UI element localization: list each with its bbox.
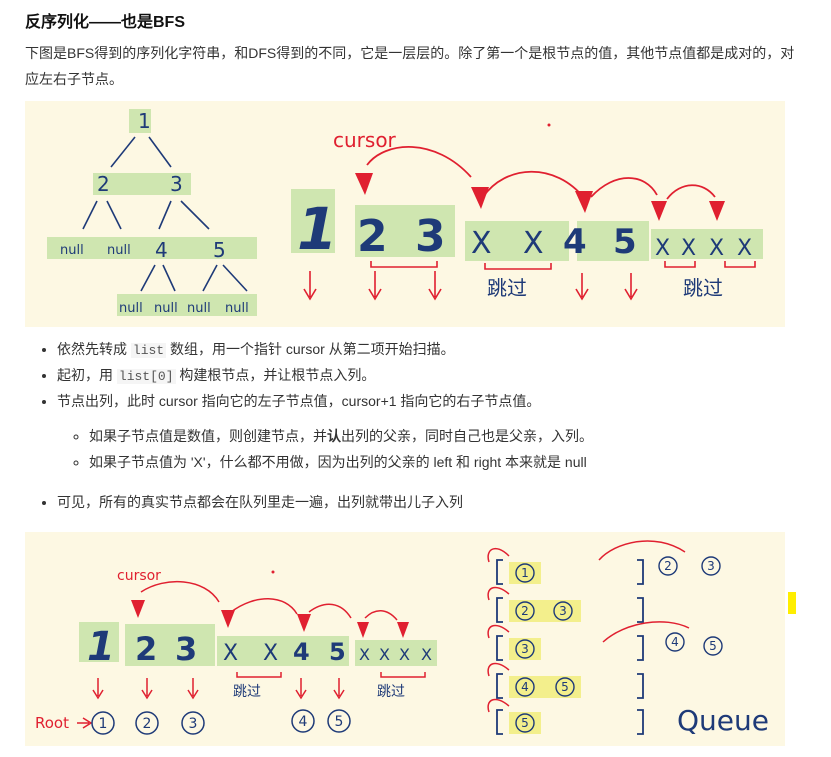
- seq-pair2-highlight: [465, 221, 569, 261]
- seq-root-highlight: [291, 189, 335, 253]
- seq2-item-x: X: [359, 645, 370, 664]
- list-item: 起初，用 list[0] 构建根节点，并让根节点入列。: [57, 362, 540, 388]
- seq-item-3: 3: [415, 211, 446, 262]
- seq2-item-x: X: [263, 641, 278, 666]
- cursor-pointer: [355, 173, 373, 195]
- cursor-arc: [482, 170, 586, 200]
- svg-text:5: 5: [561, 680, 569, 694]
- seq-item-5: 5: [613, 222, 637, 262]
- svg-text:4: 4: [671, 635, 679, 649]
- scroll-position-marker: [788, 592, 796, 614]
- tree-null: null: [187, 301, 211, 316]
- seq-item-4: 4: [563, 222, 587, 262]
- queue-states: 1 2 3 3 4 5 5 2 3 4 5: [487, 540, 723, 735]
- svg-text:3: 3: [707, 559, 715, 573]
- inline-code: list: [130, 343, 167, 358]
- bullet-list: 依然先转成 list 数组，用一个指针 cursor 从第二项开始扫描。 起初，…: [25, 336, 540, 424]
- svg-text:4: 4: [521, 680, 529, 694]
- list-item: 节点出列，此时 cursor 指向它的左子节点值，cursor+1 指向它的右子…: [57, 388, 540, 424]
- cursor-arc: [366, 146, 472, 178]
- seq2-item-1: 1: [87, 624, 115, 670]
- svg-text:5: 5: [709, 639, 717, 653]
- cursor-label: cursor: [117, 568, 161, 584]
- seq-item-x: X: [709, 236, 724, 261]
- seq2-item-x: X: [379, 645, 390, 664]
- cursor-pointer: [709, 201, 725, 221]
- cursor-label: cursor: [333, 128, 397, 152]
- svg-text:3: 3: [521, 642, 529, 656]
- svg-text:2: 2: [664, 559, 672, 573]
- figure1-svg: 1 2 3 null null 4 5 null null null null …: [47, 109, 763, 316]
- sub-bullet-list: 如果子节点值是数值，则创建节点，并认出列的父亲，同时自己也是父亲，入列。 如果子…: [57, 423, 593, 475]
- figure-queue-process: 1 2 3 X X 4 5 X X X X cursor 跳过 跳过 Root: [25, 532, 785, 746]
- seq2-item-x: X: [399, 645, 410, 664]
- cursor-pointer: [575, 191, 593, 213]
- svg-text:3: 3: [559, 604, 567, 618]
- tree-null: null: [107, 243, 131, 258]
- created-node: 1: [99, 716, 108, 732]
- tree-null: null: [119, 301, 143, 316]
- created-node: 3: [189, 716, 198, 732]
- seq-item-1: 1: [297, 195, 337, 263]
- skip-label: 跳过: [487, 276, 527, 300]
- list-item: 如果子节点值为 'X'，什么都不用做，因为出列的父亲的 left 和 right…: [89, 449, 593, 475]
- list-item: 如果子节点值是数值，则创建节点，并认出列的父亲，同时自己也是父亲，入列。: [89, 423, 593, 449]
- seq-pair4-highlight: [651, 229, 763, 259]
- tree-node-4: 4: [155, 238, 168, 262]
- seq2-item-5: 5: [329, 638, 346, 666]
- cursor-pointer: [651, 201, 667, 221]
- seq-pair1-highlight: [355, 205, 455, 257]
- skip-label: 跳过: [377, 684, 405, 700]
- figure2-svg: 1 2 3 X X 4 5 X X X X cursor 跳过 跳过 Root: [35, 540, 769, 737]
- seq2-item-3: 3: [175, 630, 197, 668]
- figure-tree-serialization: 1 2 3 null null 4 5 null null null null …: [25, 101, 785, 327]
- seq-item-2: 2: [357, 211, 388, 262]
- tree-null: null: [60, 243, 84, 258]
- list-item: 依然先转成 list 数组，用一个指针 cursor 从第二项开始扫描。: [57, 336, 540, 362]
- skip-label: 跳过: [683, 276, 723, 300]
- page-title: 反序列化——也是BFS: [25, 14, 186, 31]
- seq-item-x: X: [523, 226, 544, 261]
- tree-level2-highlight: [93, 173, 191, 195]
- tree-level3-highlight: [47, 237, 257, 259]
- queue-label: Queue: [677, 704, 769, 737]
- tree-node-5: 5: [213, 238, 226, 262]
- svg-text:1: 1: [521, 566, 529, 580]
- cursor-arc: [666, 184, 716, 200]
- created-node: 4: [299, 714, 308, 730]
- cursor-arc: [590, 177, 658, 198]
- tree-node-2: 2: [97, 172, 110, 196]
- tree-null: null: [154, 301, 178, 316]
- bullet-list-2: 可见，所有的真实节点都会在队列里走一遍，出列就带出儿子入列: [25, 489, 463, 515]
- seq-item-x: X: [737, 236, 752, 261]
- list-item: 可见，所有的真实节点都会在队列里走一遍，出列就带出儿子入列: [57, 489, 463, 515]
- stray-dot: [547, 123, 551, 127]
- tree-root-highlight: [129, 109, 151, 133]
- seq2-item-x: X: [223, 641, 238, 666]
- seq-item-x: X: [471, 226, 492, 261]
- root-label: Root: [35, 714, 69, 732]
- seq2-item-2: 2: [135, 630, 157, 668]
- seq-pair3-highlight: [577, 221, 649, 261]
- seq-item-x: X: [655, 236, 670, 261]
- tree-node-1: 1: [138, 109, 151, 133]
- seq-item-x: X: [681, 236, 696, 261]
- seq2-item-4: 4: [293, 638, 310, 666]
- inline-code: list[0]: [116, 369, 176, 384]
- tree-null: null: [225, 301, 249, 316]
- cursor-pointer: [471, 187, 489, 209]
- created-node: 2: [143, 716, 152, 732]
- intro-paragraph: 下图是BFS得到的序列化字符串，和DFS得到的不同，它是一层层的。除了第一个是根…: [25, 45, 795, 87]
- created-node: 5: [335, 714, 344, 730]
- svg-text:2: 2: [521, 604, 529, 618]
- tree-level4-highlight: [117, 294, 257, 316]
- tree-node-3: 3: [170, 172, 183, 196]
- seq2-item-x: X: [421, 645, 432, 664]
- svg-text:5: 5: [521, 716, 529, 730]
- skip-label: 跳过: [233, 684, 261, 700]
